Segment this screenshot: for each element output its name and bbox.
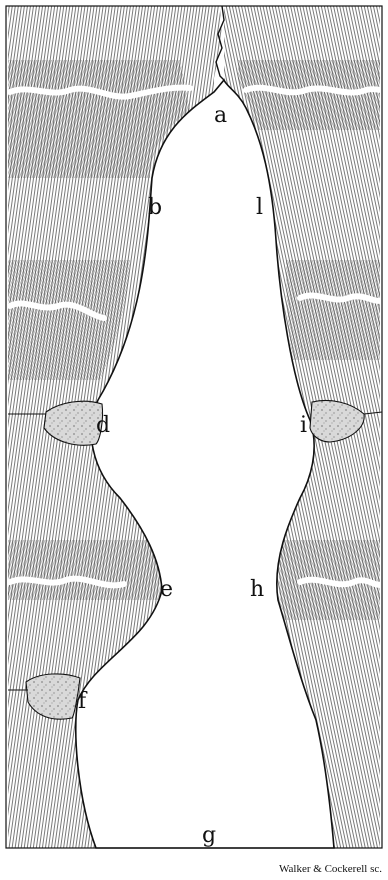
label-d: d	[96, 413, 110, 438]
label-b: b	[148, 195, 162, 220]
label-h: h	[250, 577, 264, 602]
label-e: e	[160, 577, 173, 602]
label-a: a	[214, 103, 227, 128]
right-fibrous-mass-dense-2	[286, 260, 380, 360]
engraver-credit: Walker & Cockerell sc.	[279, 863, 382, 875]
label-g: g	[202, 823, 216, 848]
left-fibrous-mass-dense-3	[8, 540, 160, 600]
label-l: l	[256, 195, 263, 220]
label-i: i	[300, 413, 307, 438]
